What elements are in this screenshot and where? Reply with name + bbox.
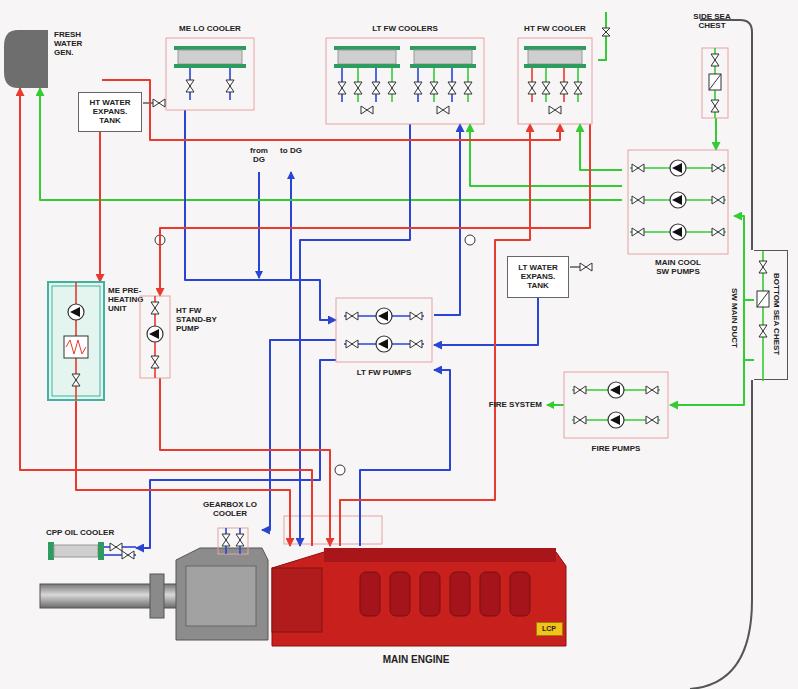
pump-group: LT FW PUMPS <box>336 298 434 384</box>
fresh-water-generator: FRESH WATER GEN. <box>4 26 102 88</box>
component-symbol <box>754 251 788 381</box>
pipe-line <box>160 378 330 546</box>
pipe-line <box>76 400 290 546</box>
pipe-line <box>340 124 530 546</box>
component-label: ME LO COOLER <box>160 24 260 33</box>
expansion-tank: HT WATER EXPANS. TANK <box>78 92 142 132</box>
pipe-line <box>670 360 754 405</box>
from-dg-pipe <box>258 172 260 278</box>
component-symbol <box>320 24 490 124</box>
pipe-label: from DG <box>244 146 274 164</box>
main-engine: MAIN ENGINE LCP <box>264 546 570 672</box>
gearbox-casing <box>186 566 256 626</box>
hull-outline <box>690 20 752 689</box>
component-label: ME PRE-HEATING UNIT <box>108 286 152 314</box>
three-way-valve <box>335 465 345 475</box>
component-label: BOTTOM SEA CHEST <box>772 273 781 355</box>
side-sea-chest: SIDE SEA CHEST <box>688 12 738 118</box>
pipe-line <box>734 216 754 300</box>
component-label: LCP <box>537 625 561 633</box>
pipe-line <box>715 118 717 150</box>
ht-cooler: HT FW COOLER <box>512 24 600 124</box>
component-label: LT FW PUMPS <box>336 368 432 377</box>
cpp-oil-cooler: CPP OIL COOLER <box>44 528 136 562</box>
to-dg-pipe <box>290 172 292 280</box>
component-label: GEARBOX LO COOLER <box>200 500 260 518</box>
component-label: HT FW STAND-BY PUMP <box>176 306 222 334</box>
component-label: MAIN ENGINE <box>264 654 568 666</box>
component-label: FRESH WATER GEN. <box>54 30 100 58</box>
component-symbol <box>264 546 568 672</box>
pipe-line <box>434 298 538 345</box>
component-label: HT FW COOLER <box>512 24 598 33</box>
pipe-label: FIRE SYSTEM <box>486 400 542 409</box>
pump-group: MAIN COOL SW PUMPS <box>622 150 734 282</box>
component-label: LT WATER EXPANS. TANK <box>510 263 566 291</box>
pipe-line <box>470 124 622 186</box>
component-label: HT WATER EXPANS. TANK <box>81 98 139 126</box>
component-symbol <box>512 24 598 124</box>
fire-system-pipe <box>547 404 564 406</box>
pipe-line <box>20 88 312 546</box>
lt-coolers: LT FW COOLERS <box>320 24 492 124</box>
pipe-line <box>160 124 590 296</box>
bottom-sea-chest: BOTTOM SEA CHEST <box>754 250 788 380</box>
gearbox-lo-cooler: GEARBOX LO COOLER <box>200 500 262 554</box>
component-symbol <box>4 26 100 88</box>
engine-valve-box <box>284 516 382 544</box>
pipe-line <box>185 110 336 320</box>
local-control-panel: LCP <box>536 622 563 636</box>
pipe-line <box>360 370 450 546</box>
pipe-line <box>580 124 622 170</box>
component-label: LT FW COOLERS <box>320 24 490 33</box>
gearbox <box>176 548 268 640</box>
expansion-tank: LT WATER EXPANS. TANK <box>507 256 569 298</box>
pipe-line <box>262 340 336 530</box>
pump-group: FIRE PUMPS <box>564 372 670 464</box>
component-symbol <box>160 24 260 110</box>
pipe-line <box>300 124 410 546</box>
component-label: FIRE PUMPS <box>564 444 668 453</box>
component-label: CPP OIL COOLER <box>46 528 116 537</box>
standby-pump: HT FW STAND-BY PUMP <box>140 296 224 378</box>
component-label: SIDE SEA CHEST <box>688 12 736 30</box>
pipe-line <box>99 132 101 282</box>
pre-heating-unit: ME PRE-HEATING UNIT <box>48 282 154 400</box>
duct-label: SW MAIN DUCT <box>730 288 739 348</box>
pipe-line <box>40 88 622 200</box>
pipe-line <box>136 360 336 548</box>
component-label: MAIN COOL SW PUMPS <box>648 258 708 276</box>
shaft-flange <box>150 574 164 618</box>
lo-cooler: ME LO COOLER <box>160 24 262 110</box>
overboard-valve <box>602 28 610 36</box>
pipe-line <box>434 124 460 315</box>
three-way-valve <box>465 235 475 245</box>
pipe-label: to DG <box>276 146 306 155</box>
